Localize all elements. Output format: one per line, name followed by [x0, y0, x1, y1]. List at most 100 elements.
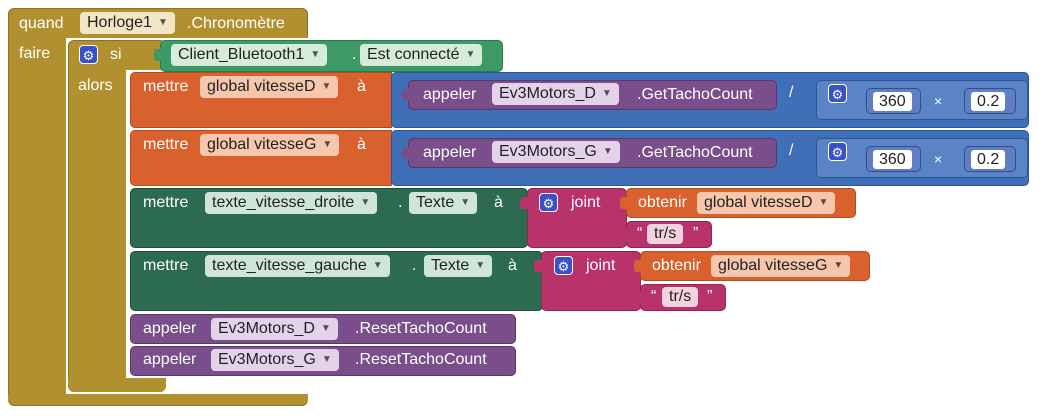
triangle-down-icon: ▼ [322, 139, 333, 150]
number-02-block-g[interactable]: 0.2 [964, 146, 1016, 172]
set-gauche-label: mettre [143, 257, 189, 274]
motor-g-dropdown[interactable]: Ev3Motors_G▼ [492, 141, 620, 163]
quote-close-icon: ” [693, 225, 699, 242]
triangle-down-icon: ▼ [321, 354, 332, 365]
set-g-to-label: à [357, 136, 366, 153]
method-d-label: .GetTachoCount [637, 86, 753, 103]
connector-tab [620, 197, 628, 209]
text-gauche-property-dropdown[interactable]: Texte ▼ [424, 255, 493, 277]
connector-tab [534, 260, 542, 272]
reset-d-call-label: appeler [143, 320, 197, 337]
gear-icon[interactable]: ⚙ [554, 256, 573, 275]
connector-tab [154, 49, 162, 61]
droite-dot-label: . [398, 194, 403, 211]
set-g-label: mettre [143, 136, 189, 153]
gear-icon[interactable]: ⚙ [539, 193, 558, 212]
connector-tab [402, 89, 410, 101]
motor-g-value: Ev3Motors_G [499, 143, 597, 161]
gauche-to-label: à [508, 257, 517, 274]
bt-component-dropdown[interactable]: Client_Bluetooth1 ▼ [171, 44, 328, 66]
set-d-to-label: à [357, 78, 366, 95]
bt-component-value: Client_Bluetooth1 [178, 46, 305, 64]
gauche-dot-label: . [412, 257, 417, 274]
triangle-down-icon: ▼ [157, 17, 168, 28]
get-d-label: obtenir [638, 194, 687, 211]
text-droite-property-dropdown[interactable]: Texte▼ [409, 192, 478, 214]
event-name-label: .Chronomètre [187, 15, 285, 32]
text-droite-component-value: texte_vitesse_droite [212, 194, 355, 212]
reset-d-component-dropdown[interactable]: Ev3Motors_D ▼ [211, 318, 338, 340]
triangle-down-icon: ▼ [833, 260, 844, 271]
text-trs-gauche-value[interactable]: tr/s [662, 287, 699, 307]
triangle-down-icon: ▼ [320, 323, 331, 334]
call-g-label: appeler [423, 144, 477, 161]
times-d-label: × [934, 93, 943, 109]
var-vitesse-d-value: global vitesseD [207, 78, 316, 96]
text-gauche-component-dropdown[interactable]: texte_vitesse_gauche ▼ [205, 255, 390, 277]
get-g-label: obtenir [652, 257, 701, 274]
triangle-down-icon: ▼ [818, 197, 829, 208]
gear-icon[interactable]: ⚙ [828, 142, 847, 161]
number-360-value-g[interactable]: 360 [873, 150, 912, 169]
quote-open-icon: “ [651, 288, 657, 305]
number-02-value-d[interactable]: 0.2 [971, 92, 1006, 111]
number-360-value-d[interactable]: 360 [873, 92, 912, 111]
number-360-block-d[interactable]: 360 [866, 88, 921, 114]
join-gauche-label: joint [586, 257, 616, 274]
quote-open-icon: “ [637, 225, 643, 242]
reset-g-method-label: .ResetTachoCount [355, 351, 487, 368]
method-g-label: .GetTachoCount [637, 144, 753, 161]
event-component-value: Horloge1 [87, 14, 152, 32]
text-gauche-component-value: texte_vitesse_gauche [212, 257, 367, 275]
triangle-down-icon: ▼ [465, 49, 476, 60]
var-vitesse-g-dropdown[interactable]: global vitesseG ▼ [200, 134, 340, 156]
connector-tab [402, 147, 410, 159]
triangle-down-icon: ▼ [475, 260, 486, 271]
droite-to-label: à [494, 194, 503, 211]
triangle-down-icon: ▼ [321, 81, 332, 92]
connector-tab [634, 260, 642, 272]
divide-d-label: / [789, 84, 794, 101]
number-02-value-g[interactable]: 0.2 [971, 150, 1006, 169]
connector-tab [620, 229, 628, 241]
get-var-g-dropdown[interactable]: global vitesseG▼ [711, 255, 851, 277]
set-droite-label: mettre [143, 194, 189, 211]
number-02-block-d[interactable]: 0.2 [964, 88, 1016, 114]
event-when-label: quand [19, 15, 64, 32]
event-do-label: faire [19, 45, 51, 62]
triangle-down-icon: ▼ [372, 260, 383, 271]
text-gauche-property-value: Texte [431, 257, 470, 275]
if-label: si [110, 46, 122, 63]
set-d-label: mettre [143, 78, 189, 95]
event-component-dropdown[interactable]: Horloge1 ▼ [80, 12, 175, 34]
get-var-d-dropdown[interactable]: global vitesseD ▼ [697, 192, 836, 214]
event-bottom-bar [8, 394, 308, 406]
quote-close-icon: ” [707, 288, 713, 305]
connector-tab [520, 197, 528, 209]
reset-g-call-label: appeler [143, 351, 197, 368]
reset-g-component-dropdown[interactable]: Ev3Motors_G ▼ [211, 349, 339, 371]
gear-icon[interactable]: ⚙ [828, 84, 847, 103]
triangle-down-icon: ▼ [360, 197, 371, 208]
number-360-block-g[interactable]: 360 [866, 146, 921, 172]
gear-icon[interactable]: ⚙ [79, 45, 98, 64]
bt-property-dropdown[interactable]: Est connecté ▼ [360, 44, 483, 66]
triangle-down-icon: ▼ [310, 49, 321, 60]
bt-dot-label: . [352, 46, 357, 63]
triangle-down-icon: ▼ [601, 88, 612, 99]
text-droite-property-value: Texte [416, 194, 455, 212]
var-vitesse-d-dropdown[interactable]: global vitesseD ▼ [200, 76, 339, 98]
text-trs-droite-value[interactable]: tr/s [647, 224, 684, 244]
reset-g-component-value: Ev3Motors_G [218, 351, 316, 369]
bt-property-value: Est connecté [367, 46, 460, 64]
call-d-label: appeler [423, 86, 477, 103]
if-bottom-fill [68, 378, 166, 392]
times-g-label: × [934, 151, 943, 167]
reset-d-component-value: Ev3Motors_D [218, 320, 315, 338]
motor-d-dropdown[interactable]: Ev3Motors_D▼ [492, 83, 619, 105]
text-droite-component-dropdown[interactable]: texte_vitesse_droite ▼ [205, 192, 378, 214]
get-var-d-value: global vitesseD [704, 194, 813, 212]
var-vitesse-g-value: global vitesseG [207, 136, 317, 154]
reset-d-method-label: .ResetTachoCount [355, 320, 487, 337]
divide-g-label: / [789, 142, 794, 159]
